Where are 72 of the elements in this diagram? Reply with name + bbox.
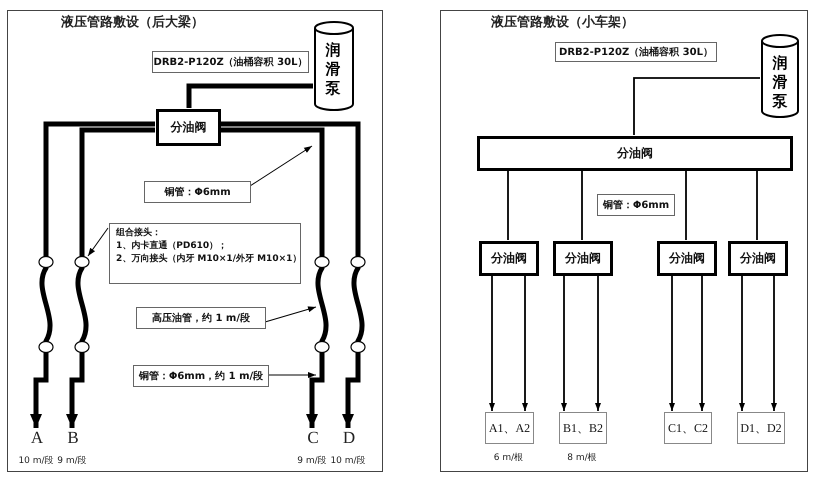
panel-title: 液压管路敷设（后大梁） xyxy=(61,14,204,31)
note-box xyxy=(144,181,251,203)
leader-line xyxy=(264,306,316,322)
leader-line xyxy=(88,228,108,256)
note-text: DRB2-P120Z（油桶容积 30L） xyxy=(559,45,713,59)
length-note: 8 m/根 xyxy=(567,452,597,464)
note-box xyxy=(136,307,266,329)
length-note: 10 m/段 xyxy=(330,454,366,467)
note-box xyxy=(152,51,309,73)
pipe-line xyxy=(507,170,509,240)
length-note: 6 m/根 xyxy=(494,452,524,464)
outlet-label: A1、A2 xyxy=(488,420,530,436)
length-note: 9 m/段 xyxy=(57,454,87,467)
note-box xyxy=(109,223,301,284)
pipe-line xyxy=(581,170,583,240)
valve-box xyxy=(477,136,793,171)
leader-line xyxy=(268,372,316,378)
pump-label: 润滑泵 xyxy=(772,54,788,111)
pipe-arrow xyxy=(66,128,155,428)
pipe-line xyxy=(186,84,313,108)
pipe-arrow xyxy=(595,275,601,411)
outlet-label: B1、B2 xyxy=(562,420,603,436)
pipe-arrow xyxy=(771,275,777,411)
panel-frame xyxy=(440,10,808,472)
pipe-line xyxy=(633,77,760,135)
note-box xyxy=(555,42,717,62)
pump-cylinder xyxy=(314,21,354,111)
outlet-label: C1、C2 xyxy=(668,420,708,436)
valve-box xyxy=(553,241,613,276)
pipe-arrow xyxy=(30,122,155,428)
pipe-arrow xyxy=(699,275,705,411)
valve-label: 分油阀 xyxy=(617,145,653,162)
length-note: 9 m/段 xyxy=(297,454,327,467)
note-text: 1、内卡直通（PD610）； xyxy=(116,240,228,253)
pipe-line xyxy=(756,170,758,240)
leader-line xyxy=(250,146,312,186)
valve-label: 分油阀 xyxy=(669,250,705,267)
pipe-arrow xyxy=(669,275,675,411)
pump-label: 润滑泵 xyxy=(325,41,341,98)
pump-cylinder xyxy=(761,34,799,118)
valve-label: 分油阀 xyxy=(565,250,601,267)
note-heading: 组合接头： xyxy=(116,227,161,240)
note-box xyxy=(597,194,675,216)
valve-box xyxy=(728,241,788,276)
note-text: 2、万向接头（内牙 M10×1/外牙 M10×1） xyxy=(116,253,302,266)
pipe-arrow xyxy=(220,128,328,428)
outlet-box xyxy=(664,412,712,444)
pipe-arrow xyxy=(561,275,567,411)
note-text: 铜管：Φ6mm xyxy=(164,186,231,199)
pipe-arrow xyxy=(522,275,528,411)
pipe-line xyxy=(685,170,687,240)
panel-title: 液压管路敷设（小车架） xyxy=(491,14,634,31)
valve-box xyxy=(657,241,717,276)
note-box xyxy=(133,365,269,387)
note-text: 高压油管，约 1 m/段 xyxy=(152,311,250,325)
outlet-box xyxy=(485,412,534,444)
outlet-box xyxy=(559,412,607,444)
outlet-box xyxy=(737,412,785,444)
pipe-arrow xyxy=(739,275,745,411)
pipe-arrow xyxy=(489,275,495,411)
panel-frame xyxy=(7,10,383,472)
note-text: 铜管：Φ6mm，约 1 m/段 xyxy=(138,370,264,383)
length-note: 10 m/段 xyxy=(18,454,54,467)
valve-label: 分油阀 xyxy=(491,250,527,267)
note-text: 铜管：Φ6mm xyxy=(602,198,670,212)
outlet-label: D1、D2 xyxy=(740,420,782,436)
valve-box xyxy=(479,241,539,276)
valve-label: 分油阀 xyxy=(170,119,206,136)
valve-label: 分油阀 xyxy=(740,250,776,267)
pipe-arrow xyxy=(220,122,364,428)
valve-box xyxy=(156,109,221,146)
note-text: DRB2-P120Z（油桶容积 30L） xyxy=(154,55,308,69)
